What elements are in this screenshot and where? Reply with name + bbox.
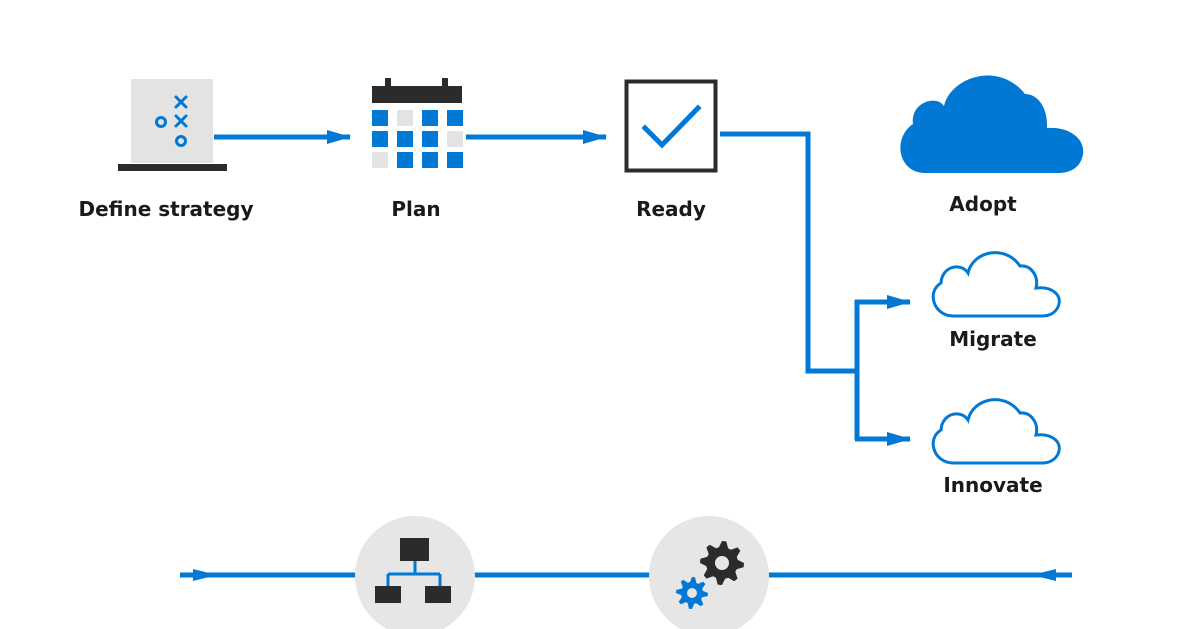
adopt-label: Adopt bbox=[949, 192, 1017, 216]
calendar-cell bbox=[372, 131, 388, 147]
calendar-cell bbox=[422, 131, 438, 147]
calendar-cell bbox=[397, 110, 413, 126]
checkbox-icon bbox=[624, 79, 718, 173]
calendar-icon bbox=[372, 78, 463, 168]
cloud-outline-icon bbox=[931, 398, 1061, 465]
hierarchy-icon bbox=[355, 516, 475, 629]
calendar-cell bbox=[397, 152, 413, 168]
strategy-board-icon bbox=[118, 79, 227, 171]
calendar-cell bbox=[422, 152, 438, 168]
calendar-cell bbox=[422, 110, 438, 126]
connector-ready-to-adopt bbox=[720, 131, 857, 374]
calendar-cell bbox=[372, 110, 388, 126]
define-strategy-label: Define strategy bbox=[78, 197, 254, 221]
ready-label: Ready bbox=[636, 197, 706, 221]
innovate-label: Innovate bbox=[943, 473, 1043, 497]
cloud-filled-icon bbox=[900, 75, 1084, 173]
calendar-cell bbox=[447, 131, 463, 147]
calendar-cell bbox=[447, 152, 463, 168]
calendar-cell bbox=[397, 131, 413, 147]
bottom-arrow-left-head bbox=[193, 569, 217, 581]
calendar-cell bbox=[447, 110, 463, 126]
plan-label: Plan bbox=[391, 197, 441, 221]
gears-icon bbox=[649, 516, 769, 629]
migrate-label: Migrate bbox=[949, 327, 1037, 351]
cloud-outline-icon bbox=[931, 251, 1061, 318]
bottom-arrow-right-head bbox=[1032, 569, 1056, 581]
calendar-cell bbox=[372, 152, 388, 168]
